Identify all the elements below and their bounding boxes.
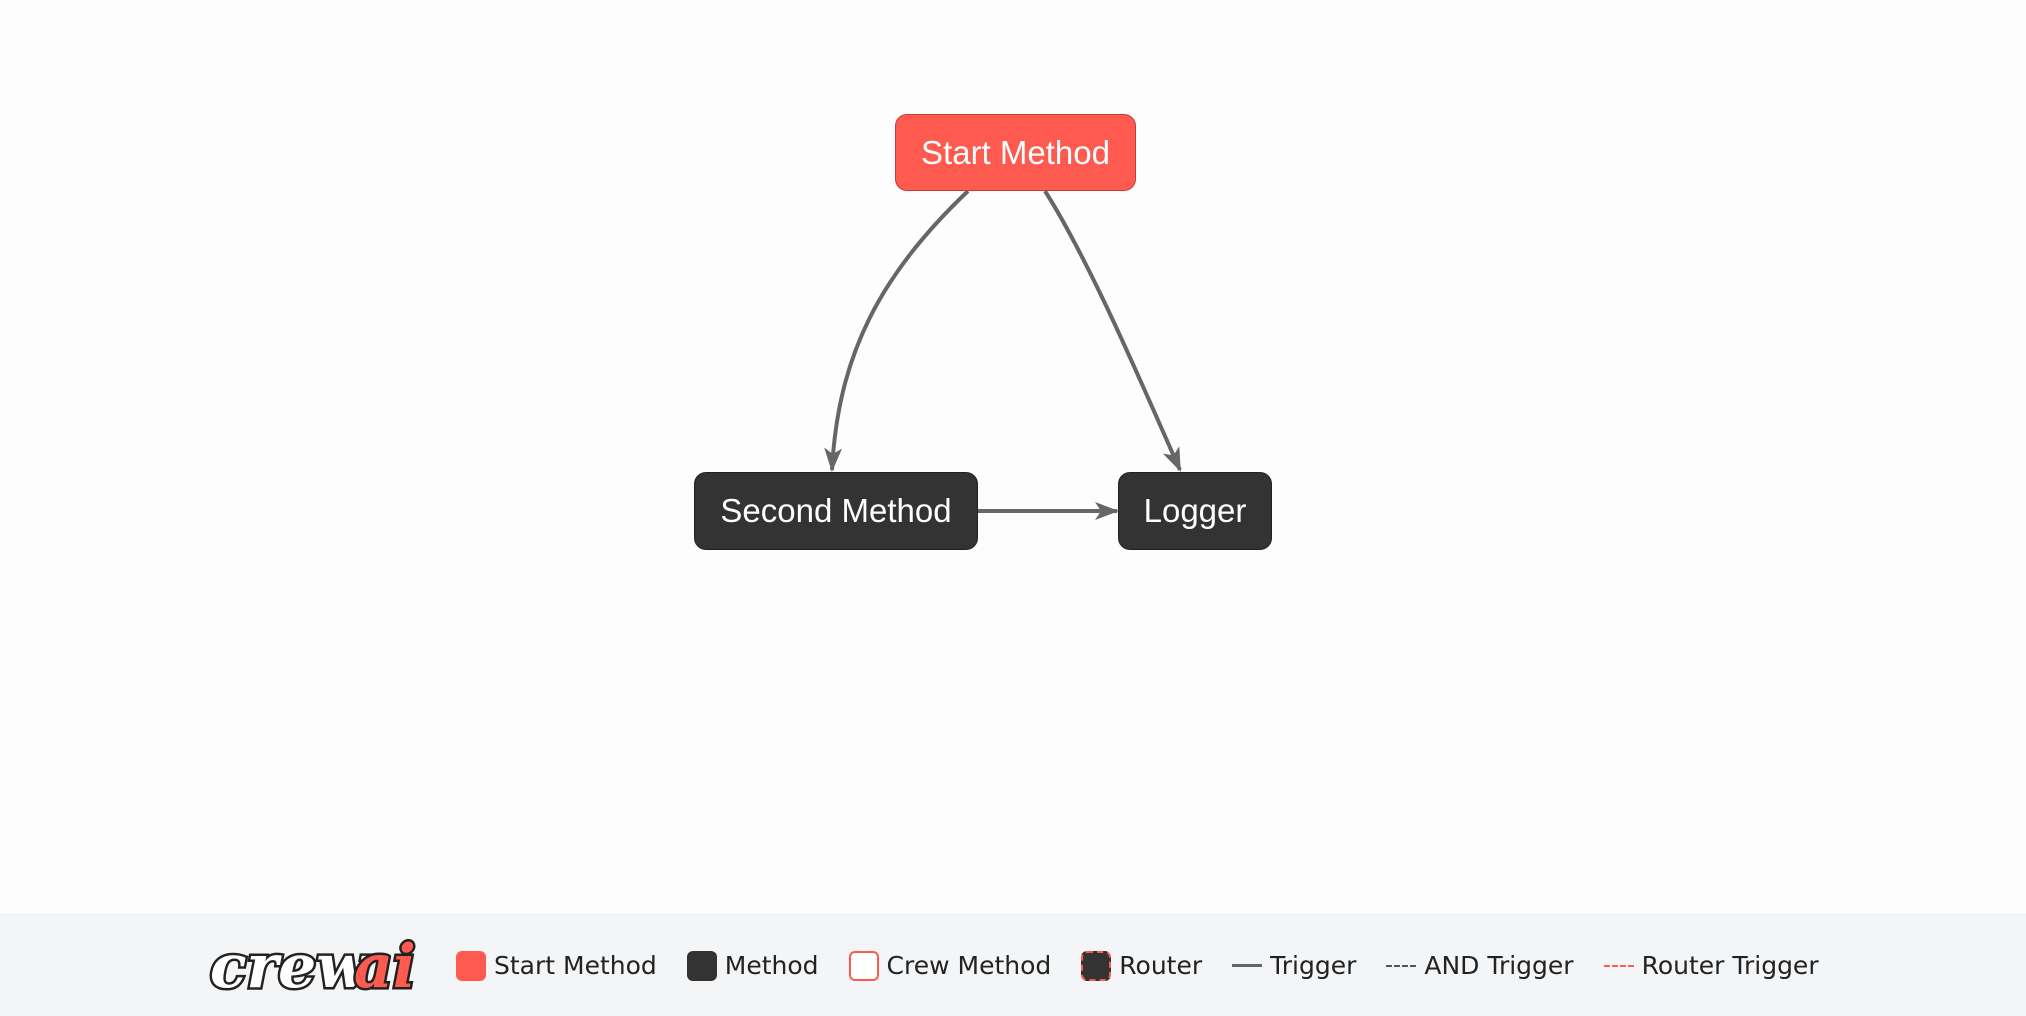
method-swatch-icon [686, 950, 717, 981]
legend-label: AND Trigger [1424, 951, 1574, 980]
router-swatch-icon [1081, 950, 1112, 981]
legend-item-trigger: Trigger [1232, 951, 1356, 980]
svg-text:crew: crew [210, 933, 370, 999]
svg-text:ai: ai [354, 933, 416, 999]
router-trigger-line-icon [1603, 964, 1634, 967]
legend-label: Router Trigger [1641, 951, 1819, 980]
node-logger[interactable]: Logger [1118, 472, 1272, 550]
legend-item-start-method: Start Method [456, 950, 657, 981]
and-trigger-line-icon [1386, 964, 1417, 967]
legend-label: Crew Method [886, 951, 1052, 980]
legend-label: Start Method [494, 951, 657, 980]
crewai-logo-icon: crew ai [208, 933, 419, 999]
trigger-line-icon [1232, 964, 1263, 967]
crew-method-swatch-icon [848, 950, 879, 981]
legend-item-method: Method [686, 950, 819, 981]
flow-canvas[interactable]: Start Method Second Method Logger [0, 0, 2026, 914]
legend-label: Method [724, 951, 819, 980]
legend-item-router-trigger: Router Trigger [1603, 951, 1819, 980]
node-second-method[interactable]: Second Method [694, 472, 978, 550]
legend-item-router: Router [1081, 950, 1203, 981]
legend-label: Router [1119, 951, 1203, 980]
legend-item-crew-method: Crew Method [848, 950, 1052, 981]
edge-start-to-logger[interactable] [1043, 189, 1182, 472]
edge-start-to-second[interactable] [824, 189, 970, 472]
edges-layer [824, 189, 1182, 520]
node-start-method[interactable]: Start Method [895, 114, 1136, 191]
legend-item-and-trigger: AND Trigger [1386, 951, 1574, 980]
crewai-logo: crew ai [206, 933, 422, 999]
legend-label: Trigger [1270, 951, 1357, 980]
legend-bar: crew ai Start Method Method Crew Method … [0, 914, 2026, 1016]
start-method-swatch-icon [456, 950, 486, 981]
